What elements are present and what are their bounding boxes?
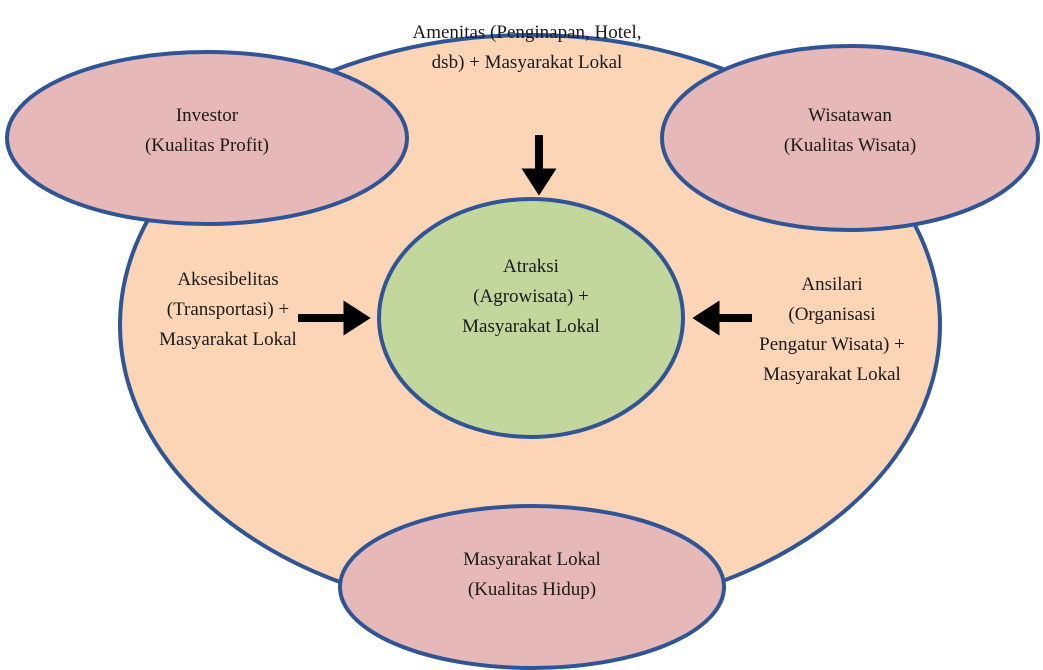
wisatawan-label-line-1: Wisatawan <box>808 105 892 126</box>
wisatawan-ellipse <box>660 44 1040 232</box>
atraksi-label-line-2: (Agrowisata) + <box>473 286 589 307</box>
ansilari-label-line-4: Masyarakat Lokal <box>763 364 901 385</box>
aksesibelitas-label-line-3: Masyarakat Lokal <box>159 329 297 350</box>
aksesibelitas-label-line-2: (Transportasi) + <box>166 299 290 320</box>
atraksi-label-line-3: Masyarakat Lokal <box>462 316 600 337</box>
ansilari-label: Ansilari (Organisasi Pengatur Wisata) + … <box>717 270 947 390</box>
wisatawan-label: Wisatawan (Kualitas Wisata) <box>740 101 960 161</box>
amenitas-label: Amenitas (Penginapan, Hotel, dsb) + Masy… <box>362 18 692 78</box>
amenitas-label-line-1: Amenitas (Penginapan, Hotel, <box>412 22 642 43</box>
ansilari-label-line-2: (Organisasi <box>788 304 876 325</box>
investor-ellipse <box>5 50 409 226</box>
masyarakat-label-line-2: (Kualitas Hidup) <box>467 579 597 600</box>
masyarakat-lokal-ellipse <box>338 504 726 670</box>
wisatawan-label-line-2: (Kualitas Wisata) <box>783 135 917 156</box>
ansilari-label-line-1: Ansilari <box>801 274 863 295</box>
atraksi-center-ellipse <box>377 197 685 439</box>
masyarakat-lokal-label: Masyarakat Lokal (Kualitas Hidup) <box>432 545 632 605</box>
aksesibelitas-label-line-1: Aksesibelitas <box>177 269 279 290</box>
atraksi-label-line-1: Atraksi <box>503 256 559 277</box>
investor-label-line-1: Investor <box>175 105 239 126</box>
aksesibelitas-label: Aksesibelitas (Transportasi) + Masyaraka… <box>128 265 328 355</box>
atraksi-label: Atraksi (Agrowisata) + Masyarakat Lokal <box>431 252 631 342</box>
masyarakat-label-line-1: Masyarakat Lokal <box>463 549 601 570</box>
amenitas-label-line-2: dsb) + Masyarakat Lokal <box>431 52 623 73</box>
investor-label: Investor (Kualitas Profit) <box>107 101 307 161</box>
ansilari-label-line-3: Pengatur Wisata) + <box>759 334 905 355</box>
investor-label-line-2: (Kualitas Profit) <box>144 135 269 156</box>
